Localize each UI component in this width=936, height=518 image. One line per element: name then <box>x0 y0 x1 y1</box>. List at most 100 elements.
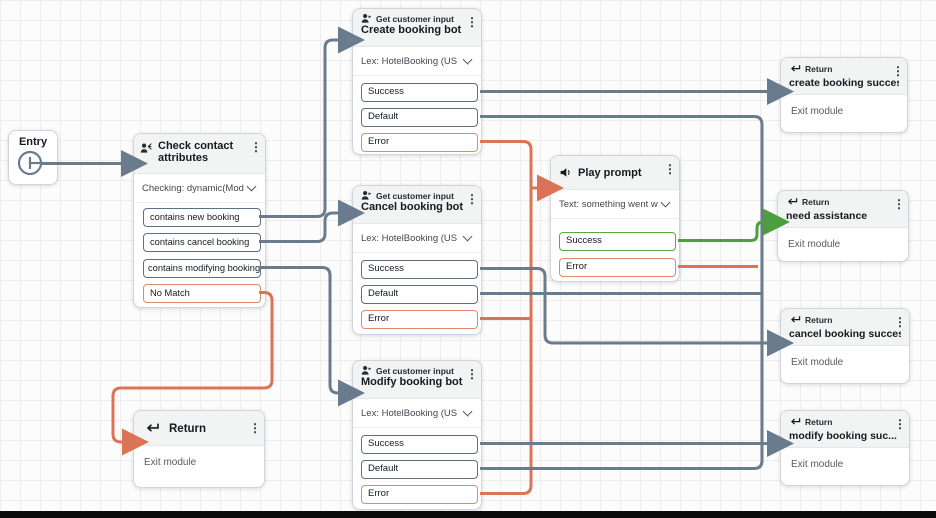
node-return-create-booking-success[interactable]: Return create booking success Exit modul… <box>780 57 908 133</box>
entry-label: Entry <box>18 136 48 148</box>
get-customer-input-icon <box>361 190 372 201</box>
node-title: Return <box>169 422 207 435</box>
node-config-dropdown[interactable]: Lex: HotelBooking (US W... <box>353 47 481 76</box>
wire-modify-booking <box>259 266 365 407</box>
branch-error[interactable]: Error <box>361 310 478 329</box>
node-header: Return modify booking suc... <box>781 411 909 448</box>
kebab-menu-icon[interactable] <box>249 138 263 154</box>
branch-default[interactable]: Default <box>361 108 478 127</box>
branch-contains-new-booking[interactable]: contains new booking <box>143 208 261 227</box>
node-create-booking-bot[interactable]: Get customer input Create booking bot Le… <box>352 8 482 155</box>
branch-default[interactable]: Default <box>361 460 478 479</box>
node-config-dropdown[interactable]: Checking: dynamic(Modul... <box>134 174 265 203</box>
node-title: Create booking bot <box>361 24 462 36</box>
node-header: Get customer input Cancel booking bot <box>353 186 481 224</box>
node-body-text: Exit module <box>791 106 844 117</box>
branch-success[interactable]: Success <box>361 435 478 454</box>
wire-new-booking <box>259 26 365 218</box>
get-customer-input-icon <box>361 365 372 376</box>
check-contact-attributes-icon <box>140 142 153 167</box>
node-return-modify-booking-success[interactable]: Return modify booking suc... Exit module <box>780 410 910 486</box>
kebab-menu-icon[interactable] <box>893 415 907 431</box>
node-title: need assistance <box>786 210 868 222</box>
return-icon <box>786 197 798 207</box>
node-title: Check contact attributes <box>158 140 234 164</box>
node-check-contact-attributes[interactable]: Check contact attributes Checking: dynam… <box>133 133 266 308</box>
node-title: Cancel booking bot <box>361 201 464 213</box>
kebab-menu-icon[interactable] <box>663 160 677 176</box>
node-header: Return need assistance <box>778 191 908 228</box>
node-body-text: Exit module <box>144 457 197 468</box>
node-type-label: Return <box>805 417 833 427</box>
branch-success[interactable]: Success <box>559 232 676 251</box>
node-return-need-assistance[interactable]: Return need assistance Exit module <box>777 190 909 262</box>
kebab-menu-icon[interactable] <box>248 419 262 435</box>
branch-error[interactable]: Error <box>361 485 478 504</box>
wire-play-prompt-success <box>678 208 790 242</box>
wire-cancel-booking <box>259 199 365 243</box>
node-entry[interactable]: Entry <box>8 130 58 185</box>
kebab-menu-icon[interactable] <box>892 195 906 211</box>
branch-error[interactable]: Error <box>559 258 676 277</box>
node-config-dropdown[interactable]: Lex: HotelBooking (US W... <box>353 224 481 253</box>
kebab-menu-icon[interactable] <box>465 190 479 206</box>
node-type-label: Get customer input <box>376 190 454 201</box>
node-title: modify booking suc... <box>789 430 897 442</box>
config-text: Lex: HotelBooking (US W... <box>361 407 460 419</box>
node-config-dropdown[interactable]: Lex: HotelBooking (US W... <box>353 399 481 428</box>
config-text: Checking: dynamic(Modul... <box>142 182 244 194</box>
return-icon <box>789 417 801 427</box>
kebab-menu-icon[interactable] <box>893 313 907 329</box>
branch-success[interactable]: Success <box>361 83 478 102</box>
config-text: Lex: HotelBooking (US W... <box>361 55 460 67</box>
return-icon <box>789 315 801 325</box>
node-title: Play prompt <box>578 166 642 179</box>
node-type-label: Return <box>802 197 830 207</box>
node-header: Get customer input Create booking bot <box>353 9 481 47</box>
node-return-exit[interactable]: Return Exit module <box>133 410 265 488</box>
node-cancel-booking-bot[interactable]: Get customer input Cancel booking bot Le… <box>352 185 482 335</box>
node-header: Return <box>134 411 264 446</box>
speaker-icon <box>559 166 572 179</box>
branch-contains-modifying-booking[interactable]: contains modifying booking <box>143 259 261 278</box>
kebab-menu-icon[interactable] <box>465 365 479 381</box>
node-header: Get customer input Modify booking bot <box>353 361 481 399</box>
node-title: Modify booking bot <box>361 376 463 388</box>
node-type-label: Get customer input <box>376 13 454 24</box>
branch-no-match[interactable]: No Match <box>143 284 261 303</box>
get-customer-input-icon <box>361 13 372 24</box>
chevron-down-icon <box>462 231 473 242</box>
success-wires <box>678 208 790 242</box>
node-body-text: Exit module <box>791 357 844 368</box>
node-play-prompt[interactable]: Play prompt Text: something went wr... S… <box>550 155 680 282</box>
branch-default[interactable]: Default <box>361 285 478 304</box>
chevron-down-icon <box>462 406 473 417</box>
node-header: Return create booking success <box>781 58 907 95</box>
branch-success[interactable]: Success <box>361 260 478 279</box>
node-title: create booking success <box>789 77 899 89</box>
node-config-dropdown[interactable]: Text: something went wr... <box>551 190 679 219</box>
node-header: Play prompt <box>551 156 679 190</box>
node-type-label: Get customer input <box>376 365 454 376</box>
node-return-cancel-booking-success[interactable]: Return cancel booking success Exit modul… <box>780 308 910 384</box>
return-icon <box>789 64 801 74</box>
node-title: cancel booking success <box>789 328 901 340</box>
wire-errors-trunk <box>480 140 533 495</box>
node-modify-booking-bot[interactable]: Get customer input Modify booking bot Le… <box>352 360 482 510</box>
node-body-text: Exit module <box>791 459 844 470</box>
entry-port-icon[interactable] <box>16 148 50 178</box>
kebab-menu-icon[interactable] <box>891 62 905 78</box>
node-header: Check contact attributes <box>134 134 265 174</box>
branch-contains-cancel-booking[interactable]: contains cancel booking <box>143 233 261 252</box>
bottom-bar <box>0 511 936 518</box>
branch-error[interactable]: Error <box>361 133 478 152</box>
config-text: Lex: HotelBooking (US W... <box>361 232 460 244</box>
chevron-down-icon <box>246 181 257 192</box>
config-text: Text: something went wr... <box>559 198 658 210</box>
kebab-menu-icon[interactable] <box>465 13 479 29</box>
return-icon <box>144 422 160 435</box>
node-type-label: Return <box>805 64 833 74</box>
chevron-down-icon <box>462 54 473 65</box>
node-body-text: Exit module <box>788 239 841 250</box>
